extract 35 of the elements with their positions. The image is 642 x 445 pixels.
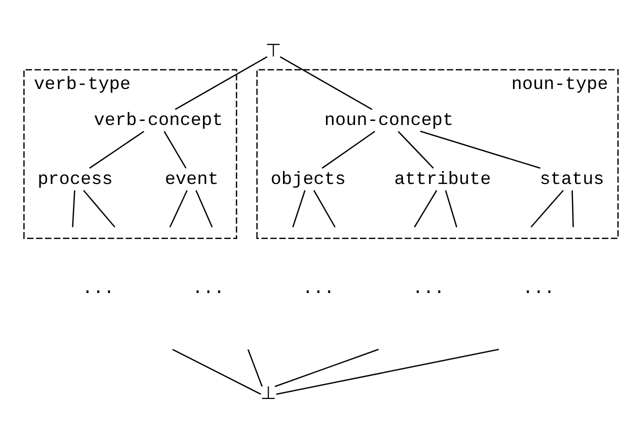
connector bbox=[292, 190, 306, 227]
connector bbox=[169, 190, 188, 227]
node-text: verb-concept bbox=[94, 110, 223, 131]
connector bbox=[72, 190, 76, 227]
connector bbox=[83, 189, 116, 228]
node-text: status bbox=[540, 169, 604, 190]
node-text: noun-concept bbox=[324, 110, 454, 131]
node-text: ⊥ bbox=[260, 384, 277, 404]
connector bbox=[195, 190, 213, 227]
connector bbox=[172, 348, 262, 394]
label: ... bbox=[412, 278, 445, 299]
connector bbox=[274, 348, 379, 387]
connector bbox=[572, 190, 574, 227]
connector bbox=[322, 130, 376, 168]
node-text: objects bbox=[270, 169, 346, 190]
connector bbox=[247, 348, 263, 386]
node-text: event bbox=[164, 169, 219, 190]
label: ... bbox=[302, 278, 335, 299]
connector bbox=[398, 130, 434, 168]
label: ... bbox=[522, 278, 555, 299]
label: ... bbox=[192, 278, 224, 299]
connector bbox=[164, 130, 186, 168]
node-text: process bbox=[38, 169, 113, 190]
connector bbox=[276, 348, 499, 394]
node-text: attribute bbox=[394, 169, 491, 190]
connector bbox=[89, 130, 144, 168]
connector bbox=[420, 130, 540, 168]
connector bbox=[445, 190, 458, 227]
connector bbox=[530, 189, 564, 228]
label: ... bbox=[82, 278, 114, 299]
connector bbox=[313, 190, 336, 227]
connector bbox=[280, 56, 372, 110]
connector bbox=[174, 56, 268, 110]
node-text: ⊤ bbox=[266, 42, 282, 62]
connector bbox=[414, 190, 438, 227]
